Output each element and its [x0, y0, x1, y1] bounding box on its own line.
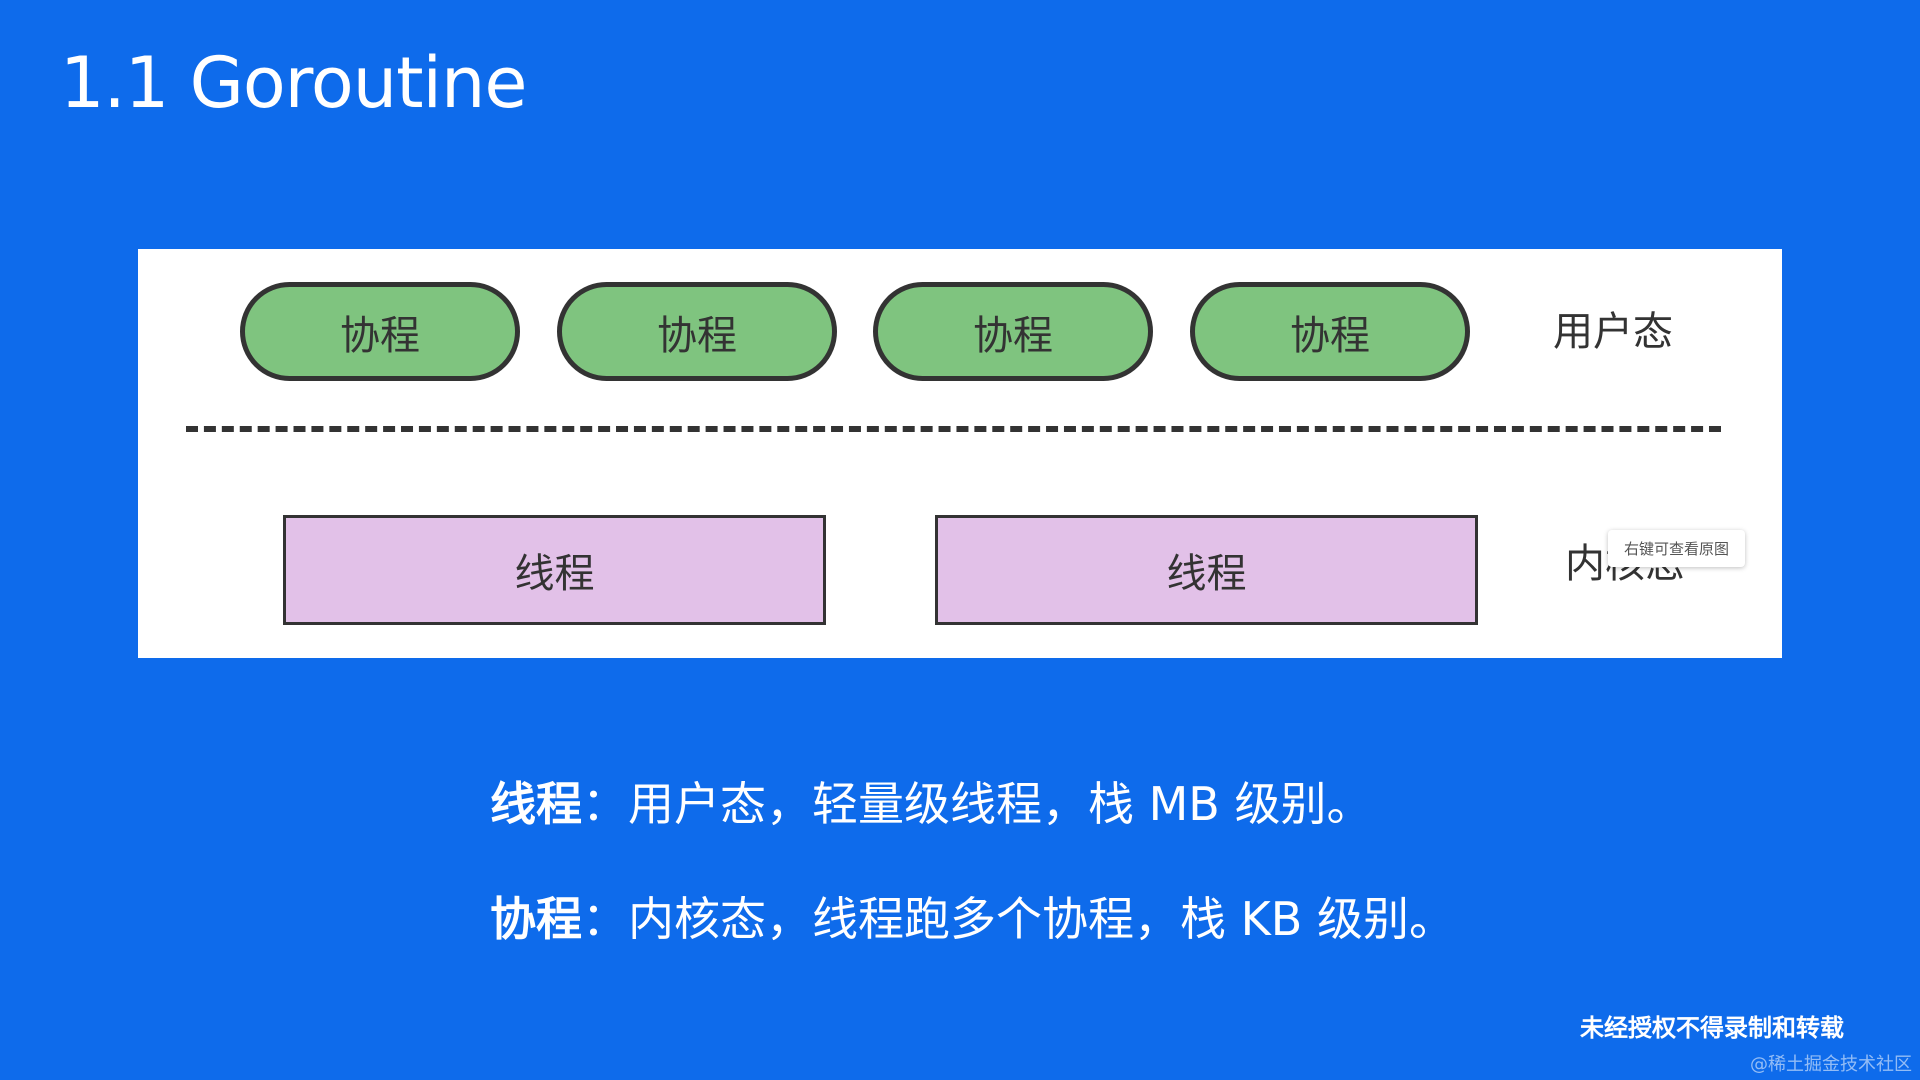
- thread-description: 线程：用户态，轻量级线程，栈 MB 级别。: [490, 774, 1373, 834]
- goroutine-diagram: 协程 协程 协程 协程 用户态 线程 线程 内核态 右键可查看原图: [138, 249, 1782, 658]
- coroutine-description: 协程：内核态，线程跑多个协程，栈 KB 级别。: [490, 889, 1455, 949]
- thread-box-2: 线程: [935, 515, 1478, 625]
- coroutine-box-2: 协程: [557, 282, 837, 381]
- coroutine-box-3: 协程: [873, 282, 1153, 381]
- mode-divider-line: [186, 426, 1721, 432]
- thread-description-text: 用户态，轻量级线程，栈 MB 级别。: [628, 777, 1373, 831]
- copyright-notice: 未经授权不得录制和转载: [1580, 1014, 1844, 1042]
- user-mode-label: 用户态: [1553, 309, 1673, 355]
- thread-term-separator: ：: [582, 777, 628, 831]
- view-original-tooltip: 右键可查看原图: [1608, 530, 1746, 567]
- coroutine-box-1: 协程: [240, 282, 520, 381]
- coroutine-description-text: 内核态，线程跑多个协程，栈 KB 级别。: [628, 892, 1455, 946]
- coroutine-box-4: 协程: [1190, 282, 1470, 381]
- slide-title: 1.1 Goroutine: [60, 42, 527, 124]
- coroutine-term-separator: ：: [582, 892, 628, 946]
- thread-term: 线程: [490, 777, 582, 831]
- coroutine-term: 协程: [490, 892, 582, 946]
- source-credit: @稀土掘金技术社区: [1750, 1054, 1912, 1075]
- thread-box-1: 线程: [283, 515, 826, 625]
